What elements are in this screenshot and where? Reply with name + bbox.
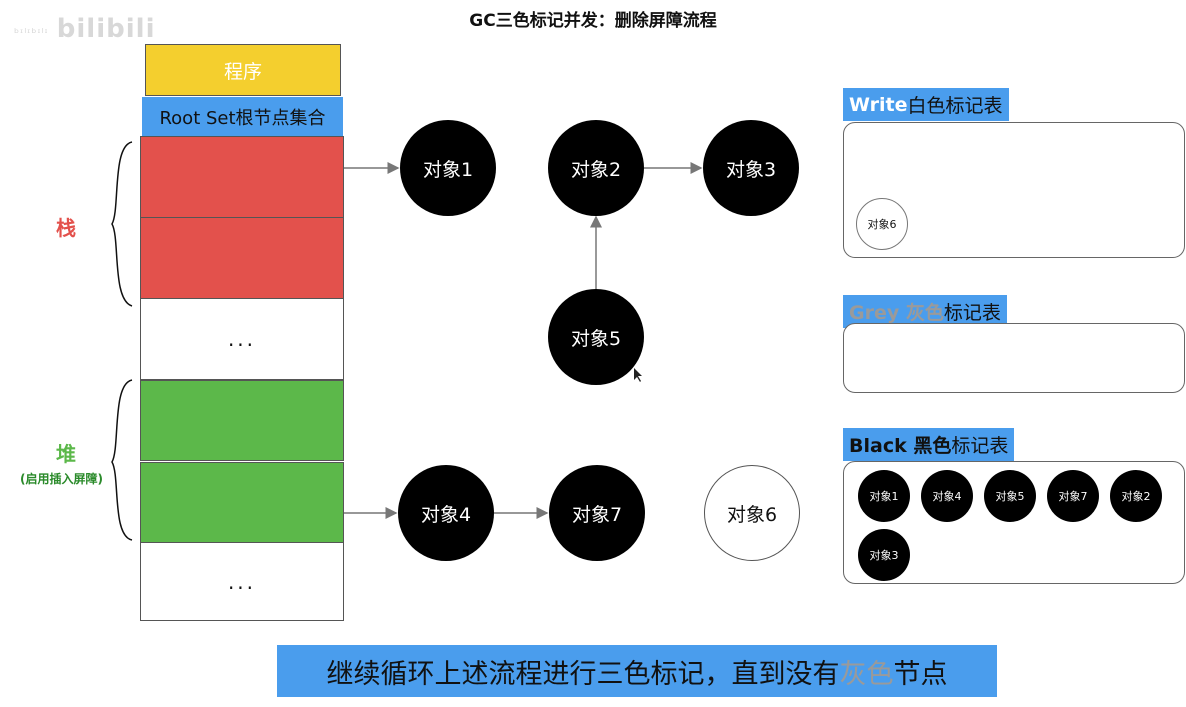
subtitle-main: 继续循环上述流程进行三色标记，直到没有	[326, 658, 840, 690]
stack-brace	[111, 141, 133, 307]
node-obj6: 对象6	[704, 465, 800, 561]
node-obj4: 对象4	[398, 465, 494, 561]
stack-ellipsis-cell: ...	[140, 298, 344, 380]
subtitle-grey-word: 灰色	[839, 658, 894, 690]
heap-ellipsis-cell: ...	[140, 542, 344, 621]
grey-table-title-en: Grey 灰色	[849, 302, 944, 324]
watermark-small-text: ᵇᶦˡᶦᵇᶦˡᶦ	[14, 26, 49, 40]
node-obj1: 对象1	[400, 120, 496, 216]
stack-label: 栈	[56, 216, 76, 240]
page-title: GC三色标记并发：删除屏障流程	[469, 11, 717, 31]
black-table-title-en: Black 黑色	[849, 435, 952, 457]
black-table-title: Black 黑色标记表	[843, 428, 1015, 461]
white-table-title-cn: 白色标记表	[907, 95, 1003, 117]
subtitle-banner: 继续循环上述流程进行三色标记，直到没有灰色节点	[277, 645, 997, 697]
black-item-obj1: 对象1	[858, 470, 910, 522]
bilibili-watermark: ᵇᶦˡᶦᵇᶦˡᶦ bilibili	[14, 14, 155, 44]
black-item-obj3: 对象3	[858, 529, 910, 581]
heap-cell-2	[140, 462, 344, 543]
black-item-obj2: 对象2	[1110, 470, 1162, 522]
black-item-obj4: 对象4	[921, 470, 973, 522]
white-table-title-en: Write	[849, 93, 908, 116]
watermark-logo-text: bilibili	[56, 14, 156, 44]
node-obj5: 对象5	[548, 289, 644, 385]
heap-cell-1	[140, 380, 344, 461]
mouse-cursor-icon	[634, 368, 642, 382]
stack-cell-1	[140, 136, 344, 218]
heap-sublabel: (启用插入屏障)	[20, 472, 103, 486]
black-table-title-cn: 标记表	[951, 435, 1009, 457]
grey-table-panel	[843, 323, 1185, 393]
black-item-obj7: 对象7	[1047, 470, 1099, 522]
grey-table-title: Grey 灰色标记表	[843, 295, 1007, 328]
root-set-label: Root Set根节点集合	[142, 97, 343, 136]
node-obj2: 对象2	[548, 120, 644, 216]
node-obj3: 对象3	[703, 120, 799, 216]
program-box: 程序	[145, 44, 341, 96]
node-obj7: 对象7	[549, 465, 645, 561]
grey-table-title-cn: 标记表	[943, 302, 1001, 324]
stack-cell-2	[140, 217, 344, 299]
black-item-obj5: 对象5	[984, 470, 1036, 522]
heap-label: 堆	[56, 442, 76, 466]
white-table-title: Write 白色标记表	[843, 88, 1009, 121]
heap-brace	[111, 379, 133, 541]
subtitle-end: 节点	[893, 658, 948, 690]
white-item-obj6: 对象6	[856, 198, 908, 250]
